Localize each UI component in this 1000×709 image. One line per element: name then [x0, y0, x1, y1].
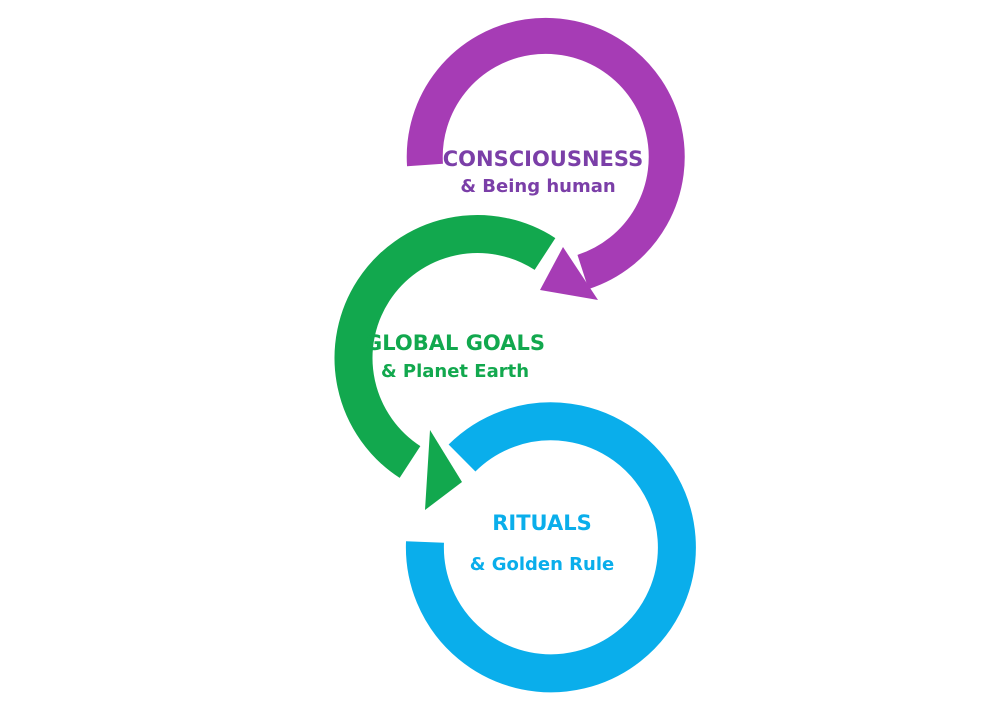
consciousness-arc: [406, 17, 685, 300]
global-goals-arc: [334, 215, 556, 510]
consciousness-title: CONSCIOUSNESS: [443, 147, 643, 171]
rituals-title: RITUALS: [492, 511, 591, 535]
global-goals-arc-ring: [334, 215, 556, 478]
rituals-arc: [405, 402, 696, 693]
global-goals-title: GLOBAL GOALS: [365, 331, 545, 355]
rituals-arc-ring: [405, 402, 696, 693]
consciousness-subtitle: & Being human: [460, 176, 615, 197]
global-goals-subtitle: & Planet Earth: [381, 361, 529, 382]
global-goals-arrow-head: [425, 430, 462, 510]
consciousness-arrow-head: [540, 247, 598, 300]
rituals-subtitle: & Golden Rule: [470, 554, 615, 575]
consciousness-arc-ring: [406, 17, 685, 290]
